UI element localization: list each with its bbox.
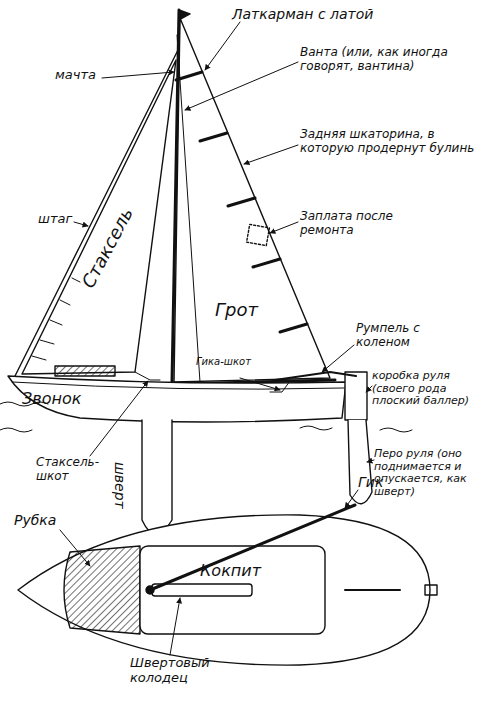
part-label: мачта — [55, 68, 115, 83]
part-label: Грот — [215, 300, 275, 321]
part-label: Швертовый колодец — [130, 656, 270, 686]
tiller — [275, 372, 356, 380]
part-label: Звонок — [22, 390, 112, 408]
part-label: Рубка — [14, 512, 84, 528]
boom-top — [150, 505, 355, 590]
cabin-side — [55, 366, 115, 376]
part-label: Латкарман с латой — [232, 6, 482, 22]
part-label: шверт — [112, 462, 128, 532]
part-label: штаг — [38, 212, 88, 227]
jib-shading — [32, 278, 80, 360]
cabin-top — [64, 546, 140, 634]
jib-sheet — [135, 372, 160, 380]
sail-patch — [247, 224, 270, 245]
leader-lines — [60, 22, 374, 655]
battens — [176, 72, 307, 332]
jib-sail — [22, 60, 176, 374]
part-label: Ванта (или, как иногда говорят, вантина) — [300, 46, 480, 74]
sheer-line — [12, 382, 344, 389]
part-label: Заплата после ремонта — [300, 210, 410, 238]
rudder-box — [345, 372, 367, 420]
pennant — [179, 10, 190, 20]
hull-side — [8, 376, 346, 422]
part-label: Румпель с коленом — [356, 322, 476, 350]
centerboard — [142, 420, 172, 534]
part-label: Гика-шкот — [196, 356, 256, 368]
forestay — [14, 50, 178, 378]
cockpit — [140, 546, 325, 634]
part-label: коробка руля (своего рода плоский баллер… — [372, 370, 487, 408]
shroud — [177, 35, 200, 382]
part-label: Перо руля (оно поднимается и опускается,… — [374, 448, 486, 499]
part-label: Стаксель — [78, 185, 148, 292]
part-label: Задняя шкаторина, в которую продернут бу… — [300, 128, 485, 156]
part-label: Гик — [358, 474, 398, 490]
rudder-top — [425, 585, 437, 595]
hull-top — [18, 515, 430, 665]
centerboard-trunk — [152, 584, 252, 596]
tiller-top — [345, 589, 400, 591]
mast — [172, 10, 179, 382]
part-label: Кокпит — [200, 562, 280, 580]
